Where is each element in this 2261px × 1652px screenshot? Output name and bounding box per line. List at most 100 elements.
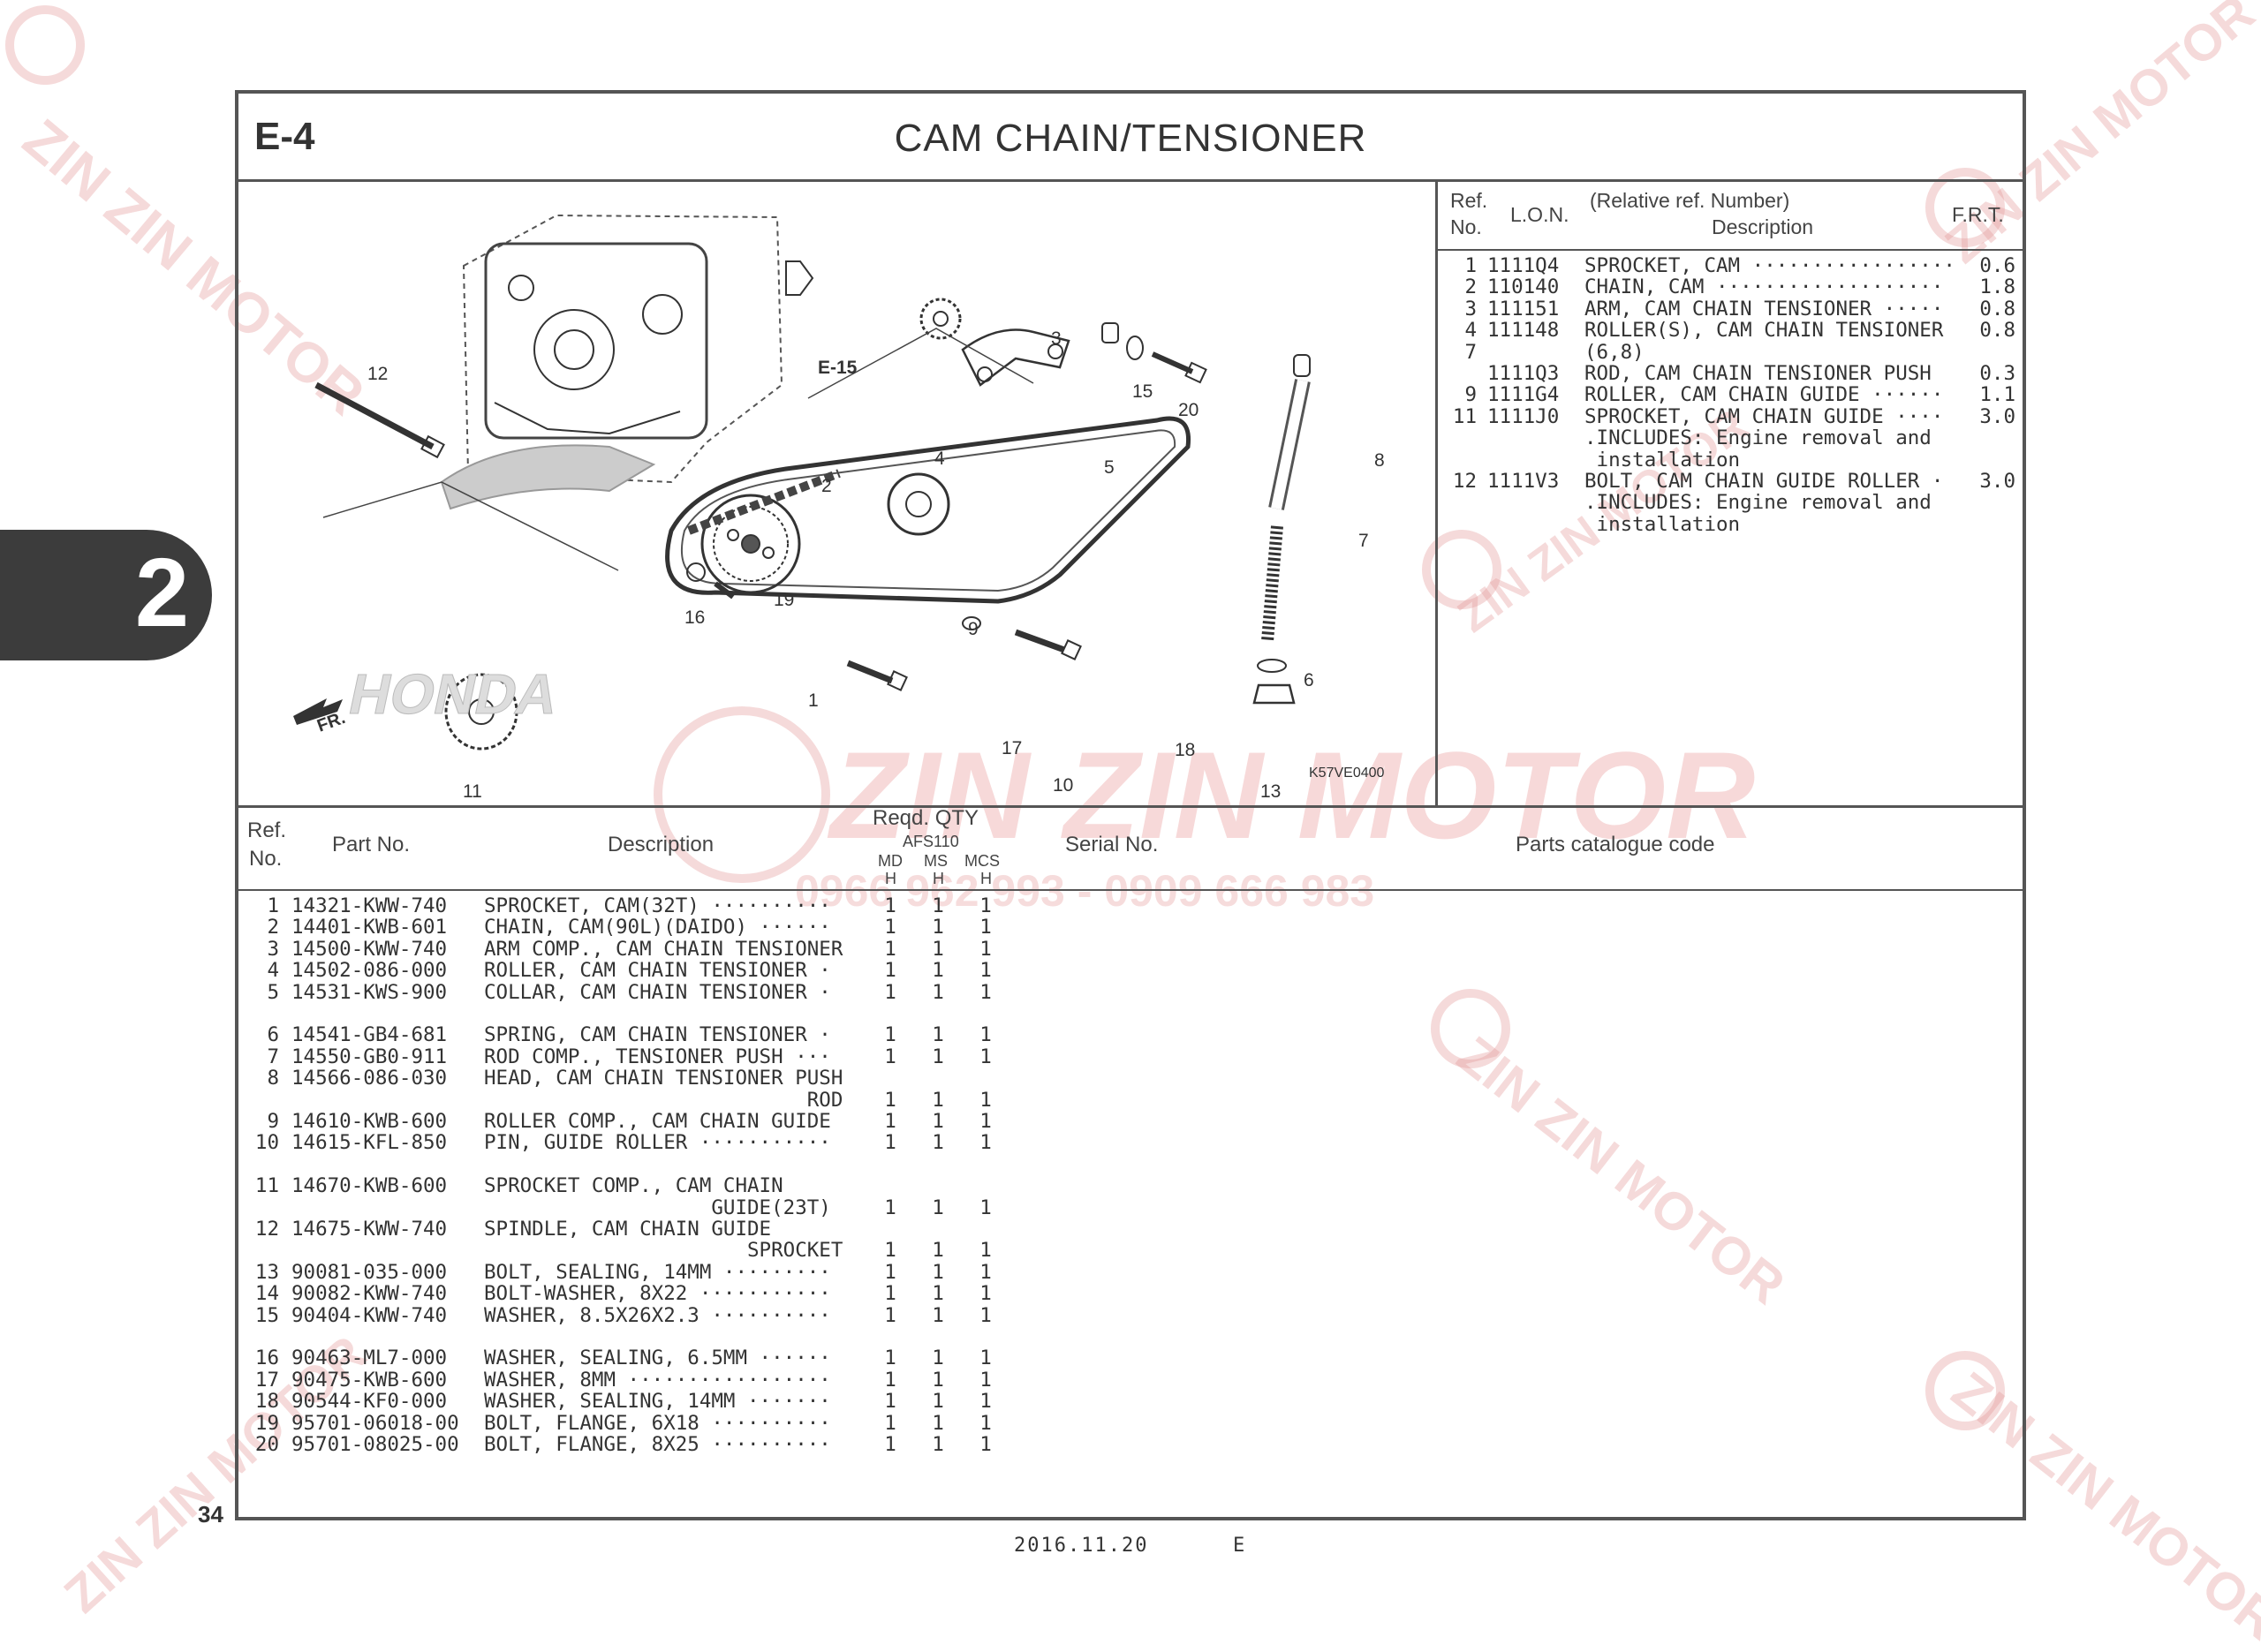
parts-header-reqd-qty: Reqd. QTY — [873, 806, 979, 830]
parts-header-sub-md: H — [885, 870, 896, 887]
frt-header-divider — [1438, 249, 2023, 251]
frt-header-no: No. — [1450, 215, 1482, 238]
callout-17: 17 — [1002, 738, 1022, 758]
frt-table: Ref. No. L.O.N. (Relative ref. Number) D… — [1438, 182, 2023, 805]
callout-8: 8 — [1374, 450, 1385, 471]
parts-table: Ref. No. Part No. Description Reqd. QTY … — [238, 805, 2023, 1517]
parts-header-catalogue-code: Parts catalogue code — [1516, 833, 1715, 856]
footer-code: E — [1233, 1535, 1245, 1557]
watermark-logo-icon — [654, 706, 830, 883]
table-row — [238, 1325, 1033, 1346]
callout-12: 12 — [367, 364, 388, 384]
parts-header-serial-no: Serial No. — [1065, 833, 1159, 856]
watermark-logo-icon — [1925, 1351, 2005, 1430]
callout-4: 4 — [934, 449, 945, 469]
callout-1: 1 — [808, 690, 819, 711]
frt-row: installation — [1584, 512, 1741, 536]
catalogue-page-frame: E-4 CAM CHAIN/TENSIONER — [235, 90, 2026, 1520]
footer-date: 2016.11.20 — [1014, 1535, 1149, 1557]
callout-16: 16 — [684, 607, 705, 628]
frt-row: .INCLUDES: Engine removal and — [1584, 491, 1932, 515]
callout-20: 20 — [1178, 400, 1199, 420]
frt-header-ref: Ref. — [1450, 189, 1488, 212]
frt-header-description: Description — [1712, 215, 1814, 238]
parts-header-type-mcs: MCS — [964, 852, 1000, 870]
parts-header-sub-ms: H — [933, 870, 944, 887]
callout-9: 9 — [968, 619, 979, 639]
parts-header-part-no: Part No. — [332, 833, 411, 856]
page-number: 34 — [198, 1501, 223, 1528]
parts-header-type-ms: MS — [924, 852, 948, 870]
watermark-logo-icon — [5, 5, 85, 85]
callout-6: 6 — [1304, 670, 1314, 690]
frt-header-lon: L.O.N. — [1510, 203, 1569, 226]
chapter-tab: 2 — [0, 530, 212, 660]
callout-5: 5 — [1104, 457, 1115, 478]
diagram-drawing: HONDA 1 2 3 4 5 6 7 8 9 10 11 12 13 14 1… — [293, 214, 1385, 802]
frt-header-frt: F.R.T. — [1952, 203, 2004, 226]
watermark-logo-icon — [1925, 168, 2005, 247]
exploded-diagram: HONDA 1 2 3 4 5 6 7 8 9 10 11 12 13 14 1… — [238, 182, 1438, 805]
parts-header-model: AFS110 — [903, 833, 959, 850]
callout-19: 19 — [774, 590, 794, 610]
table-row — [238, 1002, 1033, 1023]
parts-header-type-md: MD — [878, 852, 903, 870]
brand-letters: HONDA — [344, 662, 564, 726]
chapter-number: 2 — [134, 539, 189, 647]
parts-header-divider — [238, 889, 2023, 891]
parts-header-no: No. — [249, 847, 283, 871]
frt-row: installation — [1584, 448, 1741, 471]
section-id: E-4 — [254, 115, 315, 158]
callout-18: 18 — [1175, 740, 1195, 760]
callout-11: 11 — [463, 781, 482, 802]
table-row — [238, 1153, 1033, 1174]
callout-7: 7 — [1358, 531, 1369, 551]
callout-13: 13 — [1260, 781, 1281, 802]
callout-2: 2 — [821, 476, 832, 496]
ref-arrow-label: E-15 — [818, 358, 858, 378]
frt-row: .INCLUDES: Engine removal and — [1584, 426, 1932, 450]
parts-header-sub-mcs: H — [980, 870, 992, 887]
title-row: E-4 CAM CHAIN/TENSIONER — [238, 94, 2023, 182]
watermark-logo-icon — [1422, 530, 1501, 609]
callout-10: 10 — [1053, 775, 1073, 796]
parts-header-ref: Ref. — [247, 818, 287, 842]
callout-3: 3 — [1051, 328, 1062, 349]
page-title: CAM CHAIN/TENSIONER — [894, 117, 1367, 160]
frt-header-relative: (Relative ref. Number) — [1590, 189, 1790, 212]
frt-row: 7(6,8) — [1464, 340, 1645, 364]
figure-code: K57VE0400 — [1309, 766, 1385, 781]
watermark-logo-icon — [1431, 989, 1510, 1068]
parts-header-description: Description — [608, 833, 715, 856]
callout-15: 15 — [1132, 381, 1153, 402]
